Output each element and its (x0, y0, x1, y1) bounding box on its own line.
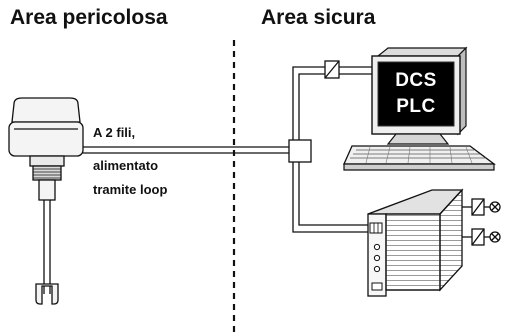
safe-area-label: Area sicura (261, 6, 376, 29)
screen-text-dcs: DCS (395, 70, 437, 91)
lamp-icon (489, 231, 501, 243)
isolator-module-icon (367, 188, 464, 297)
keyboard-icon (342, 145, 496, 171)
wiring-note-line-3: tramite loop (93, 182, 168, 197)
screen-text-plc: PLC (396, 96, 436, 117)
cable-to-computer (292, 66, 374, 140)
barrier-icon (324, 60, 340, 79)
wiring-note-line-2: alimentato (93, 158, 159, 173)
junction-box-icon (288, 139, 312, 163)
computer-screen (377, 61, 455, 127)
level-switch-icon (8, 97, 84, 305)
output-line-1 (462, 198, 490, 216)
output-line-2 (462, 228, 490, 246)
cable-to-module (292, 162, 368, 233)
wiring-note-line-1: A 2 fili, (93, 125, 136, 140)
hazardous-area-label: Area pericolosa (10, 6, 168, 29)
lamp-icon (489, 201, 501, 213)
two-wire-cable (80, 146, 290, 154)
computer-icon (371, 46, 468, 145)
